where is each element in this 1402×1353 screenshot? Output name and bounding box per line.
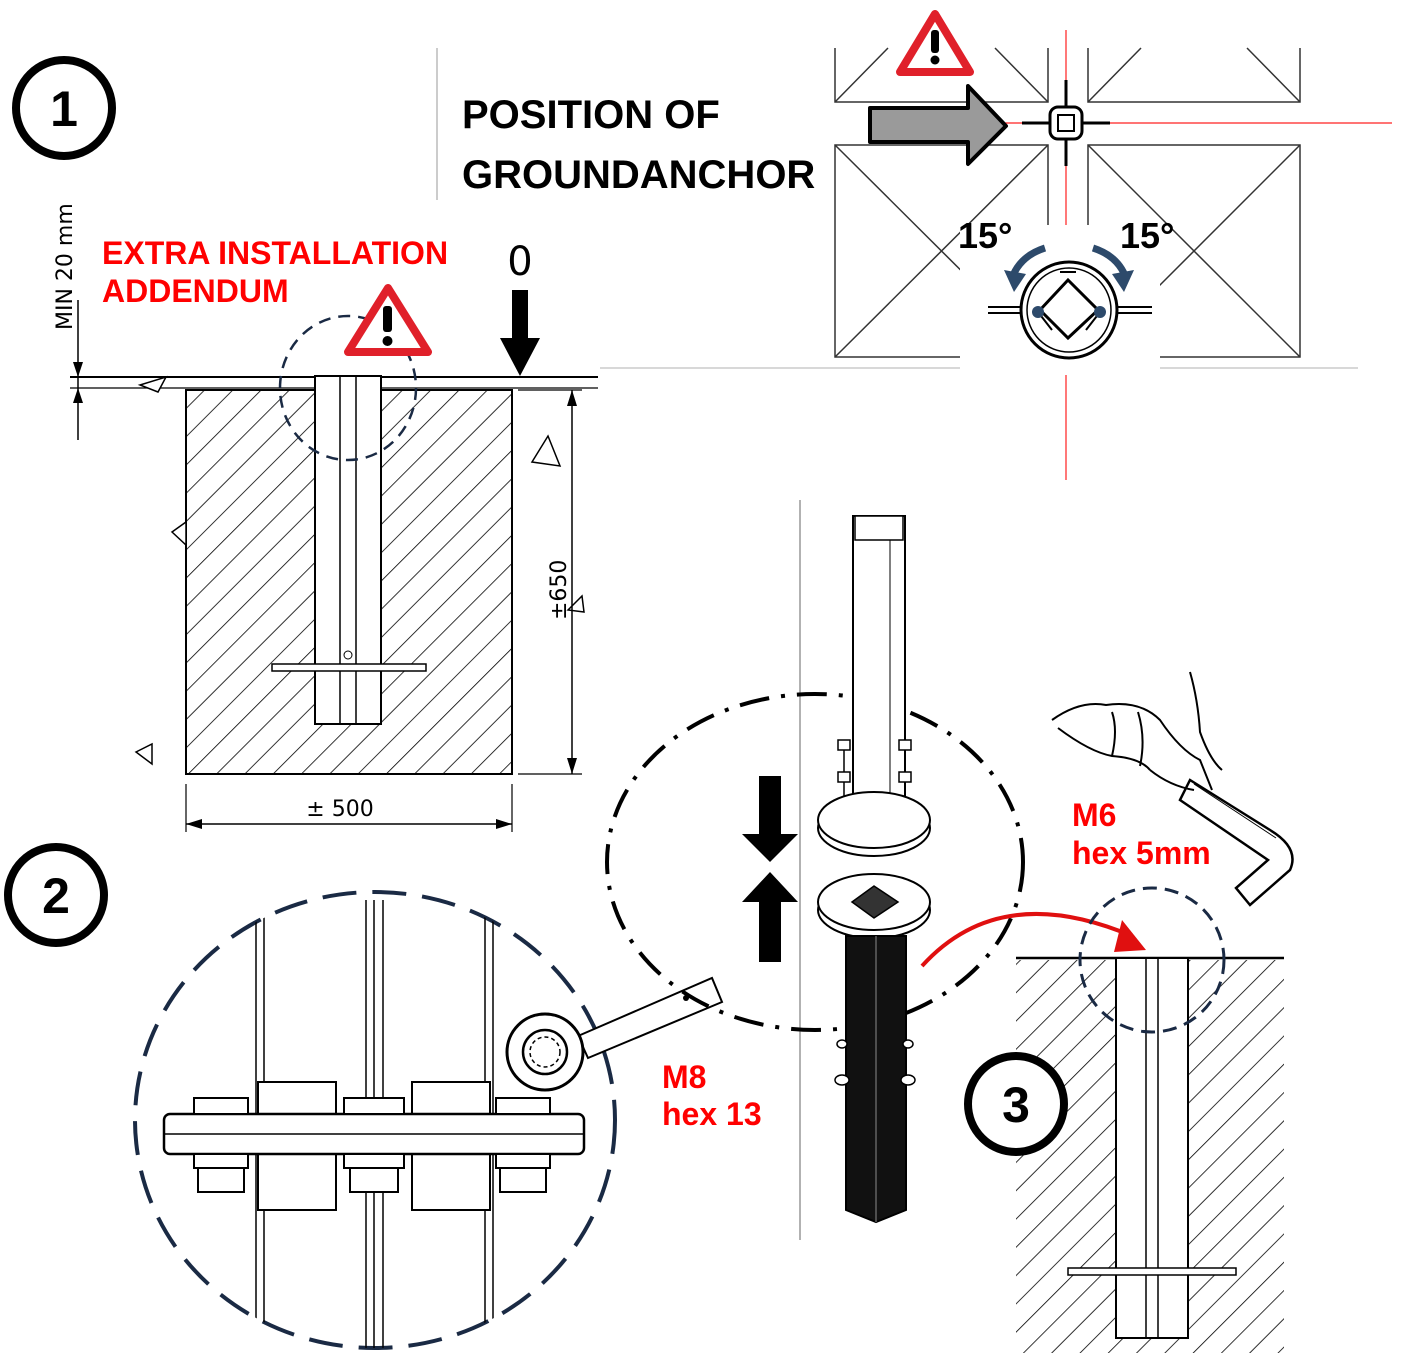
zoom-circle [133,890,617,1350]
min-depth-label: MIN 20 mm [53,203,78,330]
rotate-left-icon [1004,244,1047,292]
rotating-flange [960,225,1160,375]
step-3-number: 3 [1002,1077,1030,1133]
curved-arrow-icon [920,911,1146,968]
step-3-section: 3 M6 hex 5mm [964,671,1294,1353]
warning-triangle-icon [344,284,432,356]
width-dimension-label: ± 500 [306,797,373,822]
step-1-section: 1 MIN 20 mm EXTRA INSTALLATION ADDENDUM [12,56,598,832]
step-3-badge: 3 [964,1052,1068,1156]
upper-post [852,515,906,827]
addendum-line-1: EXTRA INSTALLATION [102,235,448,271]
exploded-post [605,500,1146,1240]
zero-level-label: 0 [507,239,532,285]
detail-circle-step-3 [1078,886,1226,1034]
step-2-section: 2 [4,843,762,1350]
step-2-badge: 2 [4,843,108,947]
ground-anchor-tube [314,375,382,725]
addendum-line-2: ADDENDUM [102,273,289,309]
m6-tool-label: hex 5mm [1072,835,1211,871]
depth-dimension-label: ±650 [547,560,572,620]
anchor-cross-bar [271,663,427,672]
title-line-2: GROUNDANCHOR [462,153,815,197]
assembly-detail-circle [605,692,1025,1032]
m6-size-label: M6 [1072,797,1116,833]
m8-size-label: M8 [662,1059,706,1095]
position-plan: POSITION OF GROUNDANCHOR [436,10,1392,480]
rotation-left-label: 15° [958,215,1012,256]
warning-triangle-icon [896,10,974,76]
rotate-right-icon [1091,244,1134,292]
title-line-1: POSITION OF [462,93,720,137]
direction-arrow-icon [868,84,1008,166]
detail-circle [278,314,418,462]
hand-icon [1051,671,1223,791]
compress-arrows-icon [742,776,798,962]
m8-tool-label: hex 13 [662,1096,762,1132]
rotation-right-label: 15° [1120,215,1174,256]
installed-anchor-tube [1115,957,1189,1339]
step-2-number: 2 [42,868,70,924]
ring-wrench-icon [505,976,724,1092]
allen-key-icon [1178,778,1294,907]
flange-joint-detail [162,900,586,1348]
down-arrow-icon [500,290,540,376]
step-1-number: 1 [50,81,78,137]
anchor-plan-symbol [1022,80,1110,166]
step-1-badge: 1 [12,56,116,160]
